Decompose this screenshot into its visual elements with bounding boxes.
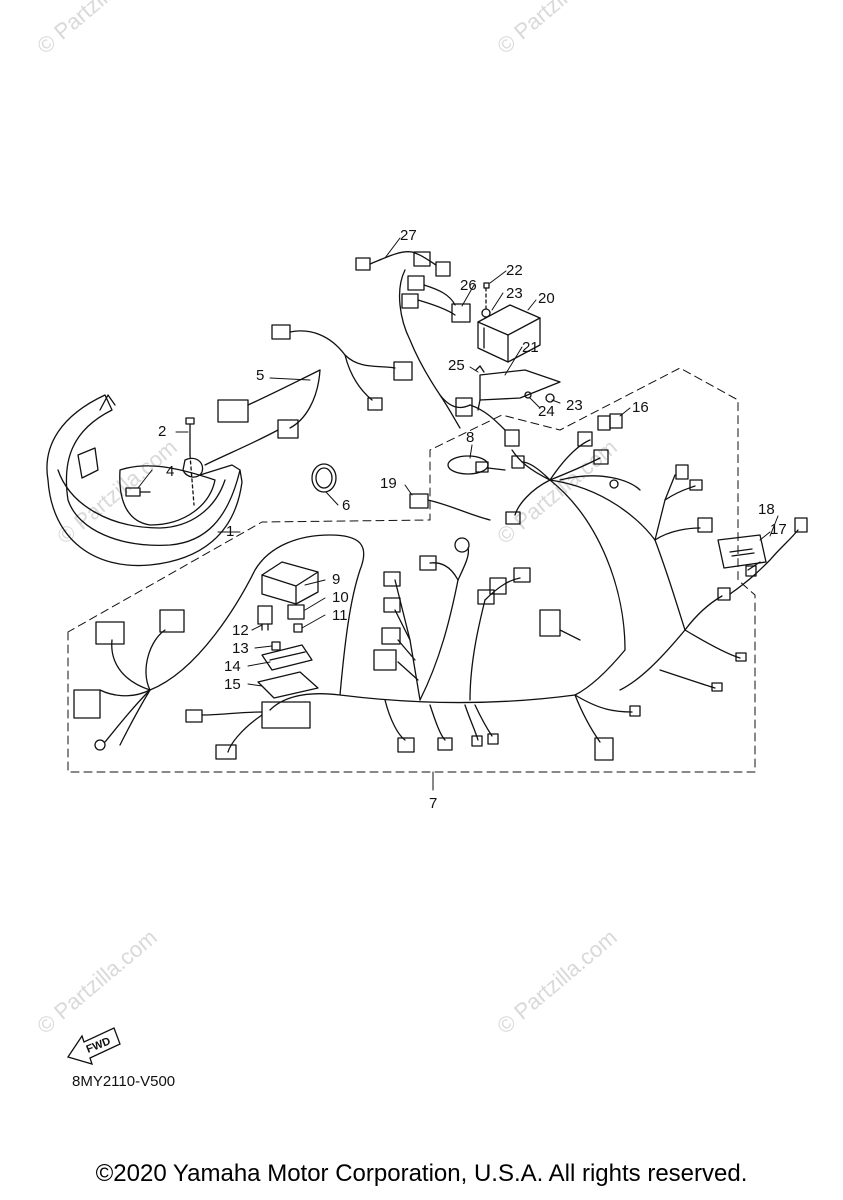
callout-12: 12 <box>232 622 249 639</box>
callout-2: 2 <box>158 423 166 440</box>
ecu-unit <box>477 304 541 363</box>
callout-11: 11 <box>332 607 348 624</box>
caution-label <box>717 534 767 569</box>
relay-small <box>287 604 305 620</box>
callout-6: 6 <box>342 497 350 514</box>
copyright-notice: ©2020 Yamaha Motor Corporation, U.S.A. A… <box>95 1160 748 1187</box>
leader-lines <box>137 237 779 791</box>
fuse <box>293 623 303 633</box>
callout-16: 16 <box>632 399 649 416</box>
sub-harness-27 <box>355 251 506 431</box>
callout-23a: 23 <box>506 285 523 302</box>
relay-box <box>261 561 319 605</box>
callout-1: 1 <box>226 523 234 540</box>
callout-19: 19 <box>380 475 397 492</box>
callout-7: 7 <box>429 795 437 812</box>
callout-18: 18 <box>758 501 775 518</box>
fuse-13 <box>271 641 281 651</box>
relay-12 <box>257 605 273 625</box>
watermark-1: © Partzilla.com <box>32 0 162 59</box>
diagram-code: 8MY2110-V500 <box>72 1073 176 1090</box>
bolt-22 <box>483 282 490 289</box>
callout-9: 9 <box>332 571 340 588</box>
callout-20: 20 <box>538 290 555 307</box>
screw-24 <box>524 391 532 399</box>
position-bulb <box>125 487 151 497</box>
fuse-cover <box>257 671 319 699</box>
headlight-cowl <box>46 394 243 567</box>
callout-27: 27 <box>400 227 417 244</box>
watermark-6: © Partzilla.com <box>492 924 622 1038</box>
connector-19 <box>409 493 491 521</box>
callout-26: 26 <box>460 277 477 294</box>
watermark-2: © Partzilla.com <box>492 0 622 59</box>
callout-13: 13 <box>232 640 249 657</box>
ecu-bracket <box>479 369 561 401</box>
watermarks: © Partzilla.com © Partzilla.com © Partzi… <box>32 0 622 1039</box>
fwd-arrow-icon: FWD <box>66 1027 121 1065</box>
watermark-5: © Partzilla.com <box>32 924 162 1038</box>
callout-8: 8 <box>466 429 474 446</box>
sub-harness <box>204 324 413 466</box>
watermark-4: © Partzilla.com <box>492 434 622 548</box>
clamp-25 <box>475 365 485 373</box>
callout-25: 25 <box>448 357 465 374</box>
callout-22: 22 <box>506 262 523 279</box>
bolt <box>185 417 195 506</box>
callout-17: 17 <box>770 521 787 538</box>
callout-23b: 23 <box>566 397 583 414</box>
callout-21: 21 <box>522 339 539 356</box>
coupler <box>447 455 506 475</box>
callout-numbers: 1 2 4 5 6 7 8 9 10 11 12 13 14 15 16 17 … <box>158 227 787 812</box>
callout-15: 15 <box>224 676 241 693</box>
callout-14: 14 <box>224 658 241 675</box>
band <box>311 463 337 493</box>
harness-boundary-dashed <box>67 367 756 773</box>
callout-10: 10 <box>332 589 349 606</box>
callout-4: 4 <box>166 463 174 480</box>
callout-5: 5 <box>256 367 264 384</box>
callout-24: 24 <box>538 403 555 420</box>
clip <box>182 457 204 478</box>
connector-16 <box>597 413 623 431</box>
fuse-block <box>261 644 313 671</box>
collar-23 <box>481 308 491 318</box>
main-harness <box>73 429 808 761</box>
